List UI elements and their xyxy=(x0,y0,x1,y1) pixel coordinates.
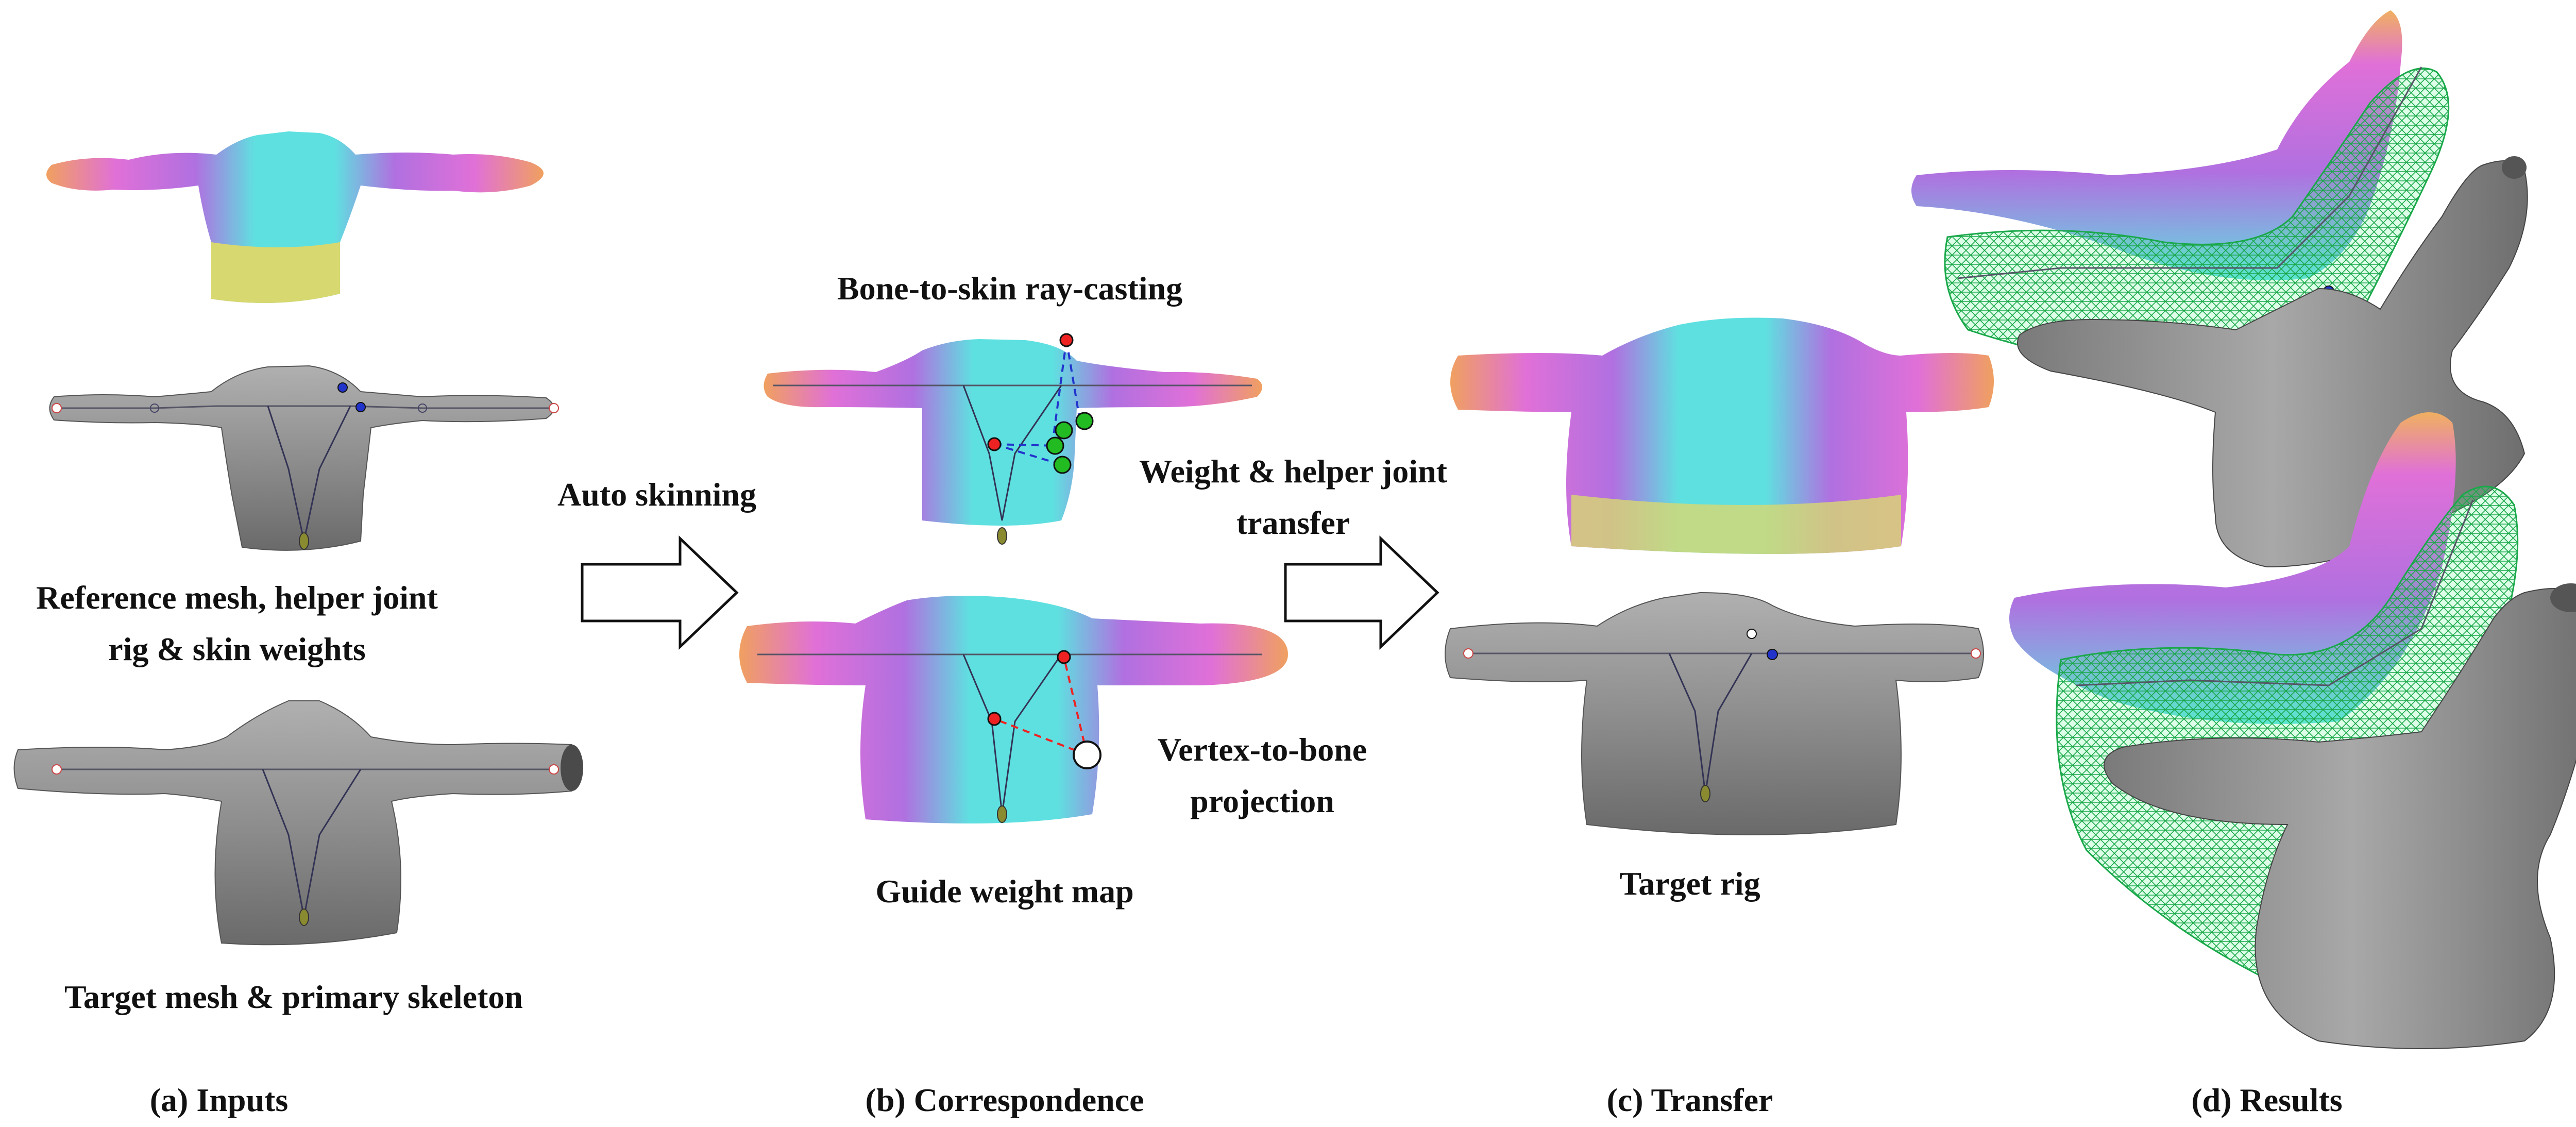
transfer-arrow-label-line1: Weight & helper joint xyxy=(1139,453,1447,490)
auto-skinning-arrow xyxy=(581,535,739,650)
target-mesh-label: Target mesh & primary skeleton xyxy=(64,979,523,1015)
projection-vertex xyxy=(1073,741,1101,769)
reference-weight-mesh xyxy=(46,131,544,303)
guide-weight-map-mesh xyxy=(739,596,1288,823)
caption-results: (d) Results xyxy=(2191,1082,2343,1118)
reference-mesh-label: Reference mesh, helper joint rig & skin … xyxy=(0,572,474,675)
projection-label: Vertex-to-bone projection xyxy=(1103,724,1422,827)
raycast-mesh xyxy=(764,333,1262,545)
reference-rig-mesh xyxy=(49,365,559,551)
transfer-arrow xyxy=(1284,535,1439,650)
reference-mesh-label-line1: Reference mesh, helper joint xyxy=(36,579,438,616)
raycast-label: Bone-to-skin ray-casting xyxy=(837,270,1183,307)
guide-weight-label: Guide weight map xyxy=(875,873,1134,910)
transfer-arrow-label-line2: transfer xyxy=(1236,504,1350,541)
auto-skinning-label: Auto skinning xyxy=(557,476,756,513)
caption-correspondence: (b) Correspondence xyxy=(865,1082,1144,1118)
target-mesh xyxy=(13,700,583,946)
raycast-hit-points xyxy=(1046,412,1094,474)
caption-transfer: (c) Transfer xyxy=(1606,1082,1773,1118)
result-deformation-2 xyxy=(2009,412,2576,1049)
target-rig-mesh xyxy=(1445,592,1984,835)
projection-label-line1: Vertex-to-bone xyxy=(1157,731,1367,768)
target-rig-label: Target rig xyxy=(1619,865,1760,902)
reference-mesh-label-line2: rig & skin weights xyxy=(108,631,366,667)
caption-inputs: (a) Inputs xyxy=(149,1082,289,1118)
transfer-arrow-label: Weight & helper joint transfer xyxy=(1113,446,1473,549)
raycast-lines xyxy=(994,340,1080,465)
transferred-weight-mesh xyxy=(1450,317,1994,554)
reference-helper-joint xyxy=(337,382,366,412)
projection-label-line2: projection xyxy=(1190,783,1334,819)
projection-lines xyxy=(994,657,1088,756)
transferred-helper-joint xyxy=(1747,629,1778,660)
